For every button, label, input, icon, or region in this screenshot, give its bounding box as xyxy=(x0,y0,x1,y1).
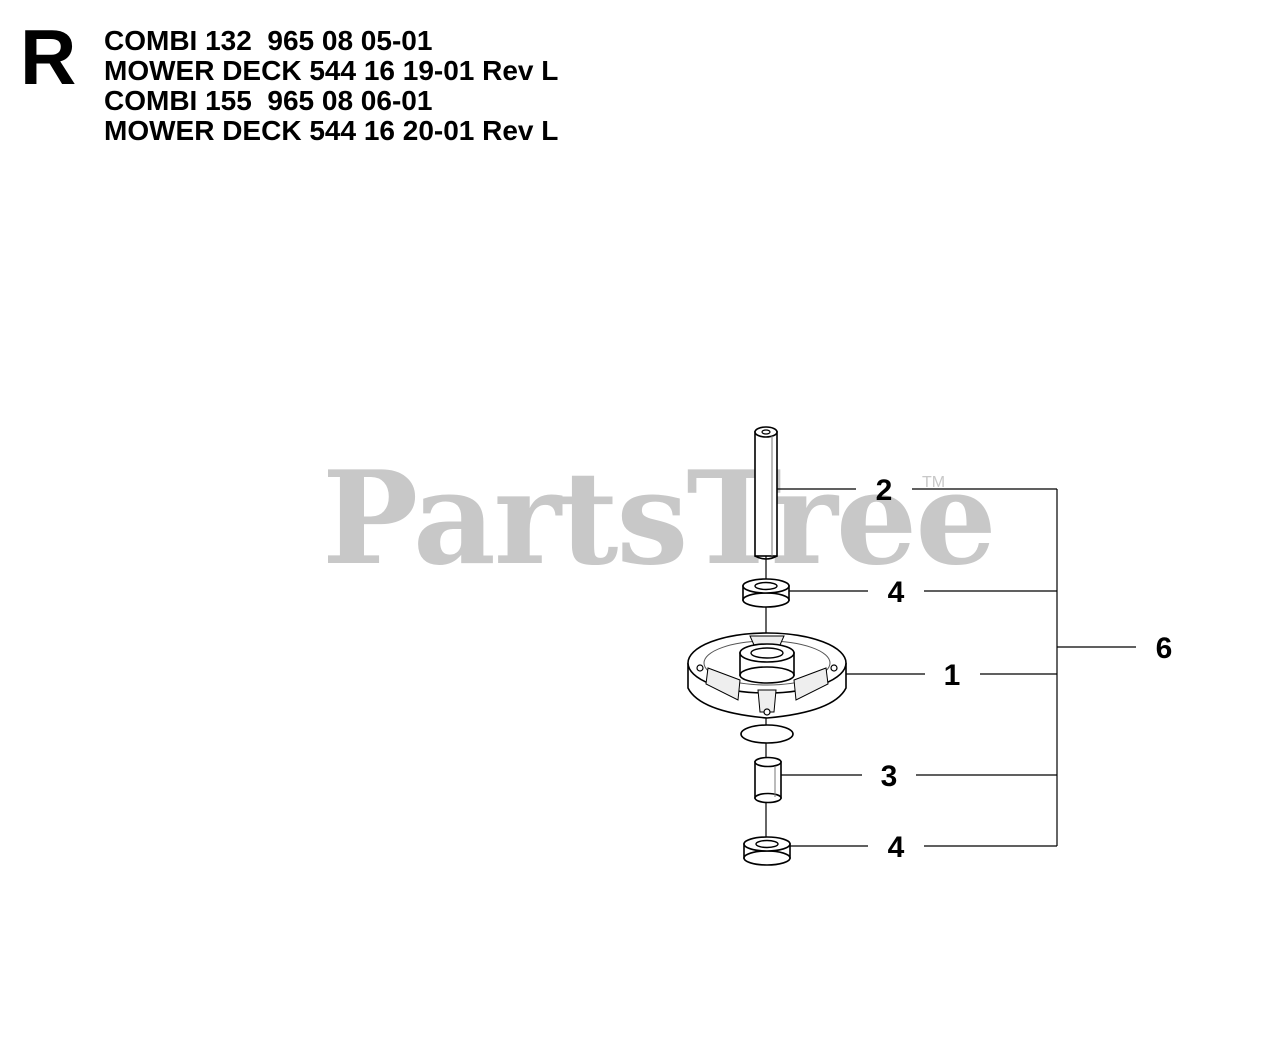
trademark-mark: TM xyxy=(922,474,946,491)
part-bearing-top[interactable] xyxy=(742,578,790,608)
callout-bearing-top: 4 xyxy=(888,576,905,609)
callout-bearing-bottom: 4 xyxy=(888,831,905,864)
header-line-1: COMBI 132 965 08 05-01 xyxy=(104,25,433,56)
section-letter: R xyxy=(20,13,77,101)
part-spacer[interactable] xyxy=(754,756,782,804)
header-line-2: MOWER DECK 544 16 19-01 Rev L xyxy=(104,55,559,86)
model-header: COMBI 132 965 08 05-01 MOWER DECK 544 16… xyxy=(104,26,558,146)
callout-assembly: 6 xyxy=(1156,632,1173,665)
part-bearing-bottom[interactable] xyxy=(743,836,791,866)
header-line-4: MOWER DECK 544 16 20-01 Rev L xyxy=(104,115,559,146)
callout-housing: 1 xyxy=(944,659,961,692)
leader-lines xyxy=(777,488,1136,847)
callout-shaft: 2 xyxy=(876,474,893,507)
partstree-watermark: PartsTree xyxy=(322,444,997,594)
callout-spacer: 3 xyxy=(881,760,898,793)
header-line-3: COMBI 155 965 08 06-01 xyxy=(104,85,433,116)
part-spindle-housing[interactable] xyxy=(687,632,847,744)
part-shaft[interactable] xyxy=(754,426,778,560)
